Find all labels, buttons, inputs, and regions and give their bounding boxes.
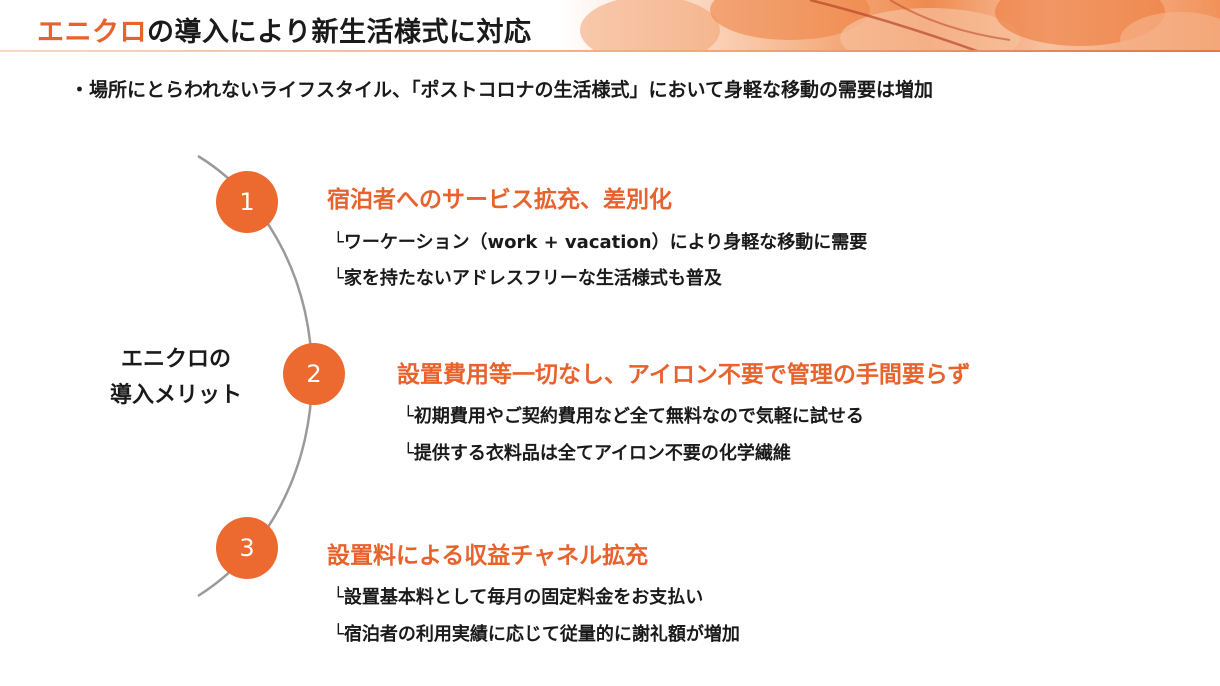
point-2-sub-1: └初期費用やご契約費用など全て無料なので気軽に試せる [403, 406, 864, 427]
point-1-sub-1: └ワーケーション（work + vacation）により身軽な移動に需要 [333, 232, 868, 253]
center-label-line2: 導入メリット [109, 383, 242, 408]
page-title-accent: エニクロ [37, 17, 147, 48]
intro-text: ・場所にとらわれないライフスタイル、「ポストコロナの生活様式」において身軽な移動… [70, 79, 933, 101]
point-3-title: 設置料による収益チャネル拡充 [327, 543, 649, 569]
point-1-title: 宿泊者へのサービス拡充、差別化 [327, 187, 672, 213]
center-label-line1: エニクロの [120, 347, 231, 372]
point-1-badge: 1 [216, 171, 278, 233]
point-2-badge: 2 [283, 343, 345, 405]
page-title: エニクロの導入により新生活様式に対応 [37, 10, 531, 49]
point-3-number: 3 [239, 534, 255, 562]
point-3-sub-1: └設置基本料として毎月の固定料金をお支払い [333, 587, 704, 608]
center-label: エニクロの 導入メリット [86, 342, 266, 414]
point-2-number: 2 [306, 360, 322, 388]
page-title-rest: の導入により新生活様式に対応 [147, 17, 532, 48]
point-1-number: 1 [239, 188, 255, 216]
point-2-sub-2: └提供する衣料品は全てアイロン不要の化学繊維 [403, 443, 791, 464]
point-1-sub-2: └家を持たないアドレスフリーな生活様式も普及 [333, 268, 722, 289]
point-2-title: 設置費用等一切なし、アイロン不要で管理の手間要らず [397, 362, 971, 388]
point-3-sub-2: └宿泊者の利用実績に応じて従量的に謝礼額が増加 [333, 624, 740, 645]
autumn-leaves-decoration [580, 0, 1220, 52]
header-rule [0, 50, 1220, 52]
point-3-badge: 3 [216, 517, 278, 579]
header-banner: エニクロの導入により新生活様式に対応 [0, 0, 1220, 52]
